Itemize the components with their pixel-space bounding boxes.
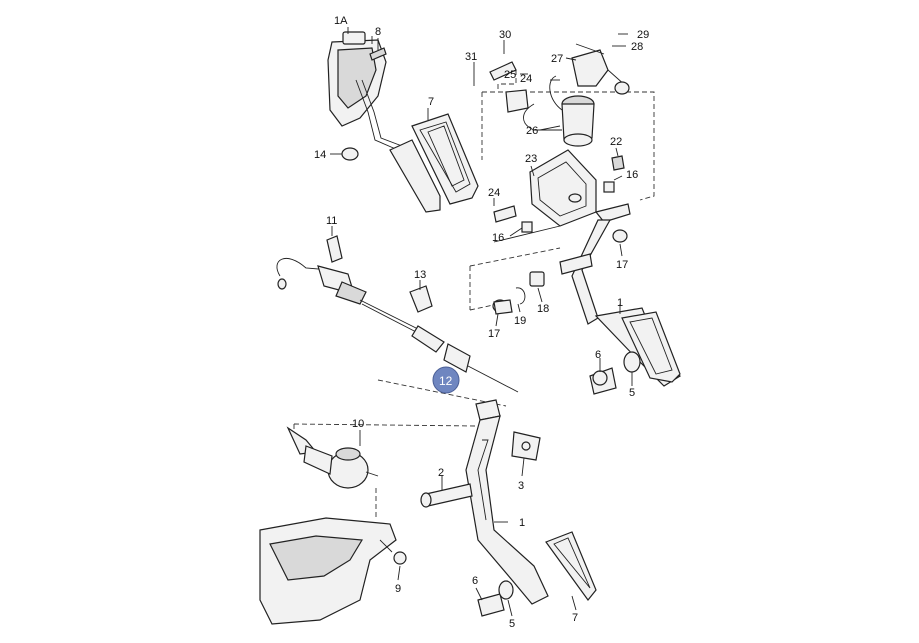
- callout-17: 17: [616, 259, 628, 271]
- callout-24: 24: [520, 73, 532, 85]
- callout-labels: 1A 8 7 14 30 31 29 28 27 24 25 26 23 22 …: [314, 15, 649, 630]
- pedal-cable-assembly: [276, 235, 519, 393]
- callout-16: 16: [626, 169, 638, 181]
- callout-18: 18: [537, 303, 549, 315]
- callout-5-lower: 5: [509, 618, 515, 630]
- clutch-bracket-assembly: [469, 43, 682, 395]
- callout-1-lower: 1: [519, 517, 525, 529]
- accelerator-pedal-assembly: [327, 27, 479, 213]
- callout-25: 25: [504, 69, 516, 81]
- callout-26: 26: [526, 125, 538, 137]
- brake-pedal-assembly: [259, 379, 597, 625]
- callout-31: 31: [465, 51, 477, 63]
- callout-leaders: [331, 33, 633, 617]
- callout-6-lower: 6: [472, 575, 478, 587]
- callout-5: 5: [629, 387, 635, 399]
- callout-1: 1: [617, 297, 623, 309]
- callout-14: 14: [314, 149, 326, 161]
- callout-24-lower: 24: [488, 187, 500, 199]
- callout-19: 19: [514, 315, 526, 327]
- callout-9: 9: [395, 583, 401, 595]
- callout-10: 10: [352, 418, 364, 430]
- callout-12[interactable]: 12: [439, 374, 453, 388]
- callout-13: 13: [414, 269, 426, 281]
- callout-29: 29: [637, 29, 649, 41]
- callout-7: 7: [428, 96, 434, 108]
- callout-16-lower: 16: [492, 232, 504, 244]
- callout-28: 28: [631, 41, 643, 53]
- callout-7-lower: 7: [572, 612, 578, 624]
- callout-11: 11: [326, 215, 337, 227]
- callout-30: 30: [499, 29, 511, 41]
- callout-8: 8: [375, 26, 381, 38]
- highlighted-callout-12[interactable]: [432, 366, 460, 394]
- callout-23: 23: [525, 153, 537, 165]
- callout-2: 2: [438, 467, 444, 479]
- callout-6: 6: [595, 349, 601, 361]
- callout-3: 3: [518, 480, 524, 492]
- callout-27: 27: [551, 53, 563, 65]
- callout-22: 22: [610, 136, 622, 148]
- callout-17-lower: 17: [488, 328, 500, 340]
- callout-1A: 1A: [334, 15, 348, 27]
